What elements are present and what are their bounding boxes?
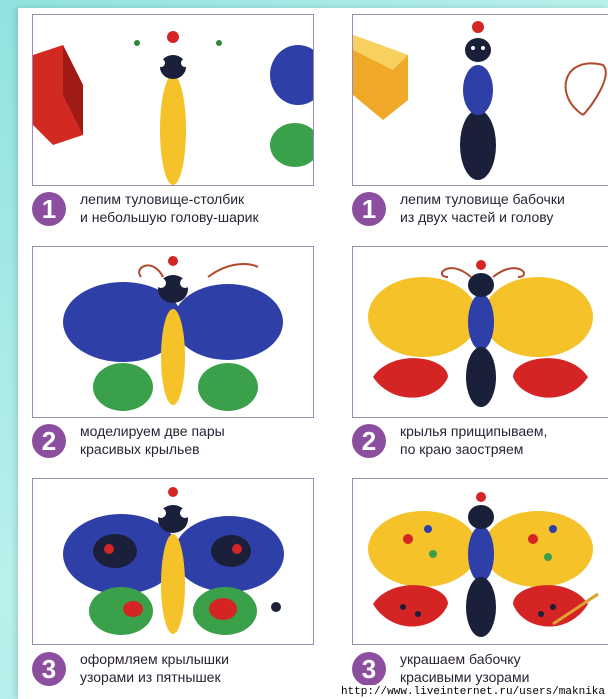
- source-url: http://www.liveinternet.ru/users/maknika: [338, 685, 608, 699]
- step-number-badge: 1: [32, 192, 66, 226]
- step-caption: оформляем крылышки узорами из пятнышек: [80, 650, 229, 686]
- step-number-badge: 2: [32, 424, 66, 458]
- illustration-left-step-3: [32, 478, 314, 645]
- illustration-right-step-1: [352, 14, 608, 186]
- illustration-right-step-2: [352, 246, 608, 418]
- illustration-left-step-2: [32, 246, 314, 418]
- step-number-badge: 1: [352, 192, 386, 226]
- step-number-badge: 2: [352, 424, 386, 458]
- step-caption: украшаем бабочку красивыми узорами: [400, 650, 529, 686]
- illustration-right-step-3: [352, 478, 608, 645]
- step-caption: моделируем две пары красивых крыльев: [80, 422, 225, 458]
- step-caption: лепим туловище бабочки из двух частей и …: [400, 190, 565, 226]
- step-number-badge: 3: [352, 652, 386, 686]
- step-caption: крылья прищипываем, по краю заостряем: [400, 422, 547, 458]
- instruction-sheet: 1 лепим туловище-столбик и небольшую гол…: [18, 8, 608, 699]
- step-number-badge: 3: [32, 652, 66, 686]
- illustration-left-step-1: [32, 14, 314, 186]
- step-caption: лепим туловище-столбик и небольшую голов…: [80, 190, 259, 226]
